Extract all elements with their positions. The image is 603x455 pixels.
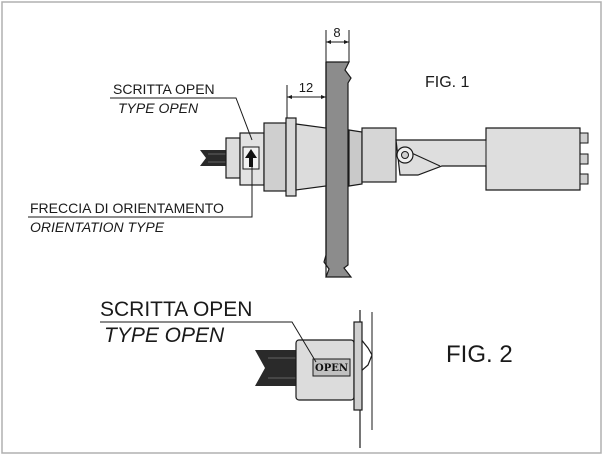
fig2-label-open-en: TYPE OPEN xyxy=(104,324,225,347)
dimension-12 xyxy=(286,62,327,120)
fig1-label-open-en: TYPE OPEN xyxy=(118,100,199,116)
orientation-arrow-icon xyxy=(245,149,257,167)
open-badge xyxy=(312,358,351,377)
housing-flange xyxy=(285,117,297,197)
housing-collar xyxy=(263,122,287,192)
leader-arrow-fig1 xyxy=(28,167,253,218)
cable-fig2 xyxy=(255,350,296,386)
cable-left xyxy=(200,150,226,166)
fig2-title: FIG. 2 xyxy=(446,341,513,368)
housing-body xyxy=(295,123,327,191)
fig1-label-arrow-en: ORIENTATION TYPE xyxy=(30,219,165,235)
open-badge-text: OPEN xyxy=(315,363,348,374)
latch-bracket xyxy=(361,127,397,183)
latch-lever xyxy=(395,127,581,191)
leader-open-fig2 xyxy=(100,321,317,363)
connector-rear xyxy=(225,137,241,179)
panel-section xyxy=(323,61,353,278)
fig2-label-open-it: SCRITTA OPEN xyxy=(100,298,252,321)
leader-open-fig1 xyxy=(110,97,253,141)
dimension-8-label: 8 xyxy=(333,25,340,40)
dimension-12-label: 12 xyxy=(299,80,313,95)
fig1-label-open-it: SCRITTA OPEN xyxy=(113,81,215,97)
fig1-label-arrow-it: FRECCIA DI ORIENTAMENTO xyxy=(30,200,224,216)
fig1-title: FIG. 1 xyxy=(425,74,470,91)
figure-1: 8 12 FIG. 1 xyxy=(28,25,589,278)
dimension-8 xyxy=(325,30,350,62)
figure-2: OPEN SCRITTA OPEN TYPE OPEN FIG. 2 xyxy=(100,298,513,448)
